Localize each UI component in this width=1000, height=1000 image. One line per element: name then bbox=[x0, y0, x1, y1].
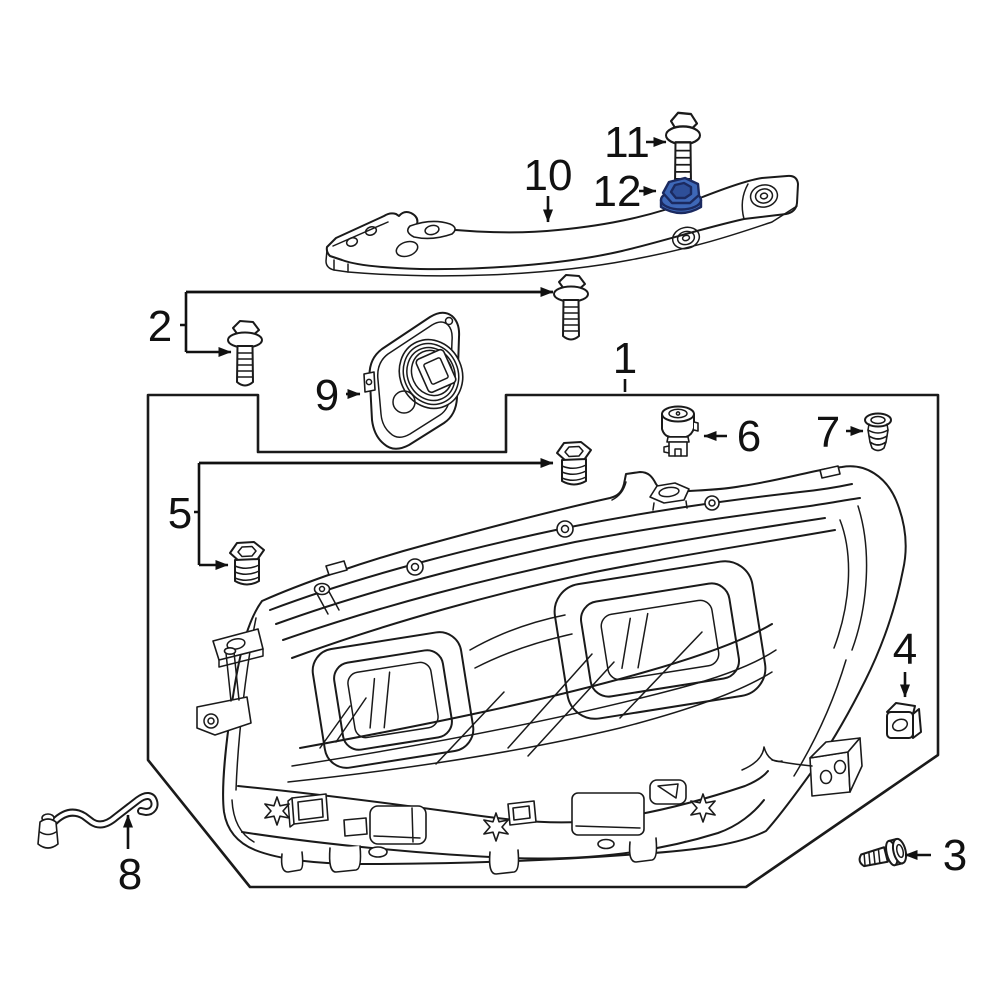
part-7-trim-screw bbox=[864, 412, 892, 452]
part-3-side-screw bbox=[858, 837, 908, 868]
assembly-boundary-outline bbox=[146, 393, 940, 889]
lower-right-mount-bracket bbox=[771, 737, 863, 797]
right-projector-lens bbox=[553, 560, 767, 720]
left-mount-flanges bbox=[196, 628, 264, 736]
leader-2 bbox=[180, 290, 553, 352]
callout-1-label: 1 bbox=[613, 334, 637, 383]
callout-9-label: 9 bbox=[315, 371, 339, 420]
front-trim-band bbox=[237, 770, 769, 875]
callout-12-label: 12 bbox=[593, 167, 642, 216]
callout-labels: 1 2 3 4 5 6 7 8 9 10 11 12 bbox=[118, 118, 967, 899]
callout-11-label: 11 bbox=[604, 118, 650, 167]
leader-5 bbox=[194, 461, 553, 565]
part-6-adjuster-fastener bbox=[661, 405, 699, 457]
top-fittings bbox=[313, 465, 841, 615]
callout-8-label: 8 bbox=[118, 850, 142, 899]
callout-2-label: 2 bbox=[148, 302, 172, 351]
housing-hex-nut-boss bbox=[649, 482, 690, 511]
part-12-hex-nut-highlighted bbox=[659, 176, 703, 215]
callout-4-label: 4 bbox=[893, 625, 917, 674]
module-mount-tab bbox=[363, 371, 376, 393]
callout-10-label: 10 bbox=[524, 151, 573, 200]
headlamp-assembly-drawing bbox=[196, 465, 907, 875]
part-4-retainer-clip bbox=[886, 702, 922, 739]
callout-3-label: 3 bbox=[943, 831, 967, 880]
bracket-grommet-hole bbox=[749, 184, 779, 208]
callout-7-label: 7 bbox=[816, 408, 840, 457]
part-9-control-module bbox=[363, 311, 464, 450]
part-8-vent-tube bbox=[37, 792, 159, 849]
part-10-mounting-bracket bbox=[325, 174, 799, 277]
callout-5-label: 5 bbox=[168, 489, 192, 538]
left-projector-lens bbox=[311, 631, 475, 769]
callout-leaders bbox=[123, 137, 931, 860]
module-connector-cylinder bbox=[398, 338, 464, 410]
bracket-grommet-hole bbox=[671, 226, 701, 250]
callout-6-label: 6 bbox=[737, 412, 761, 461]
